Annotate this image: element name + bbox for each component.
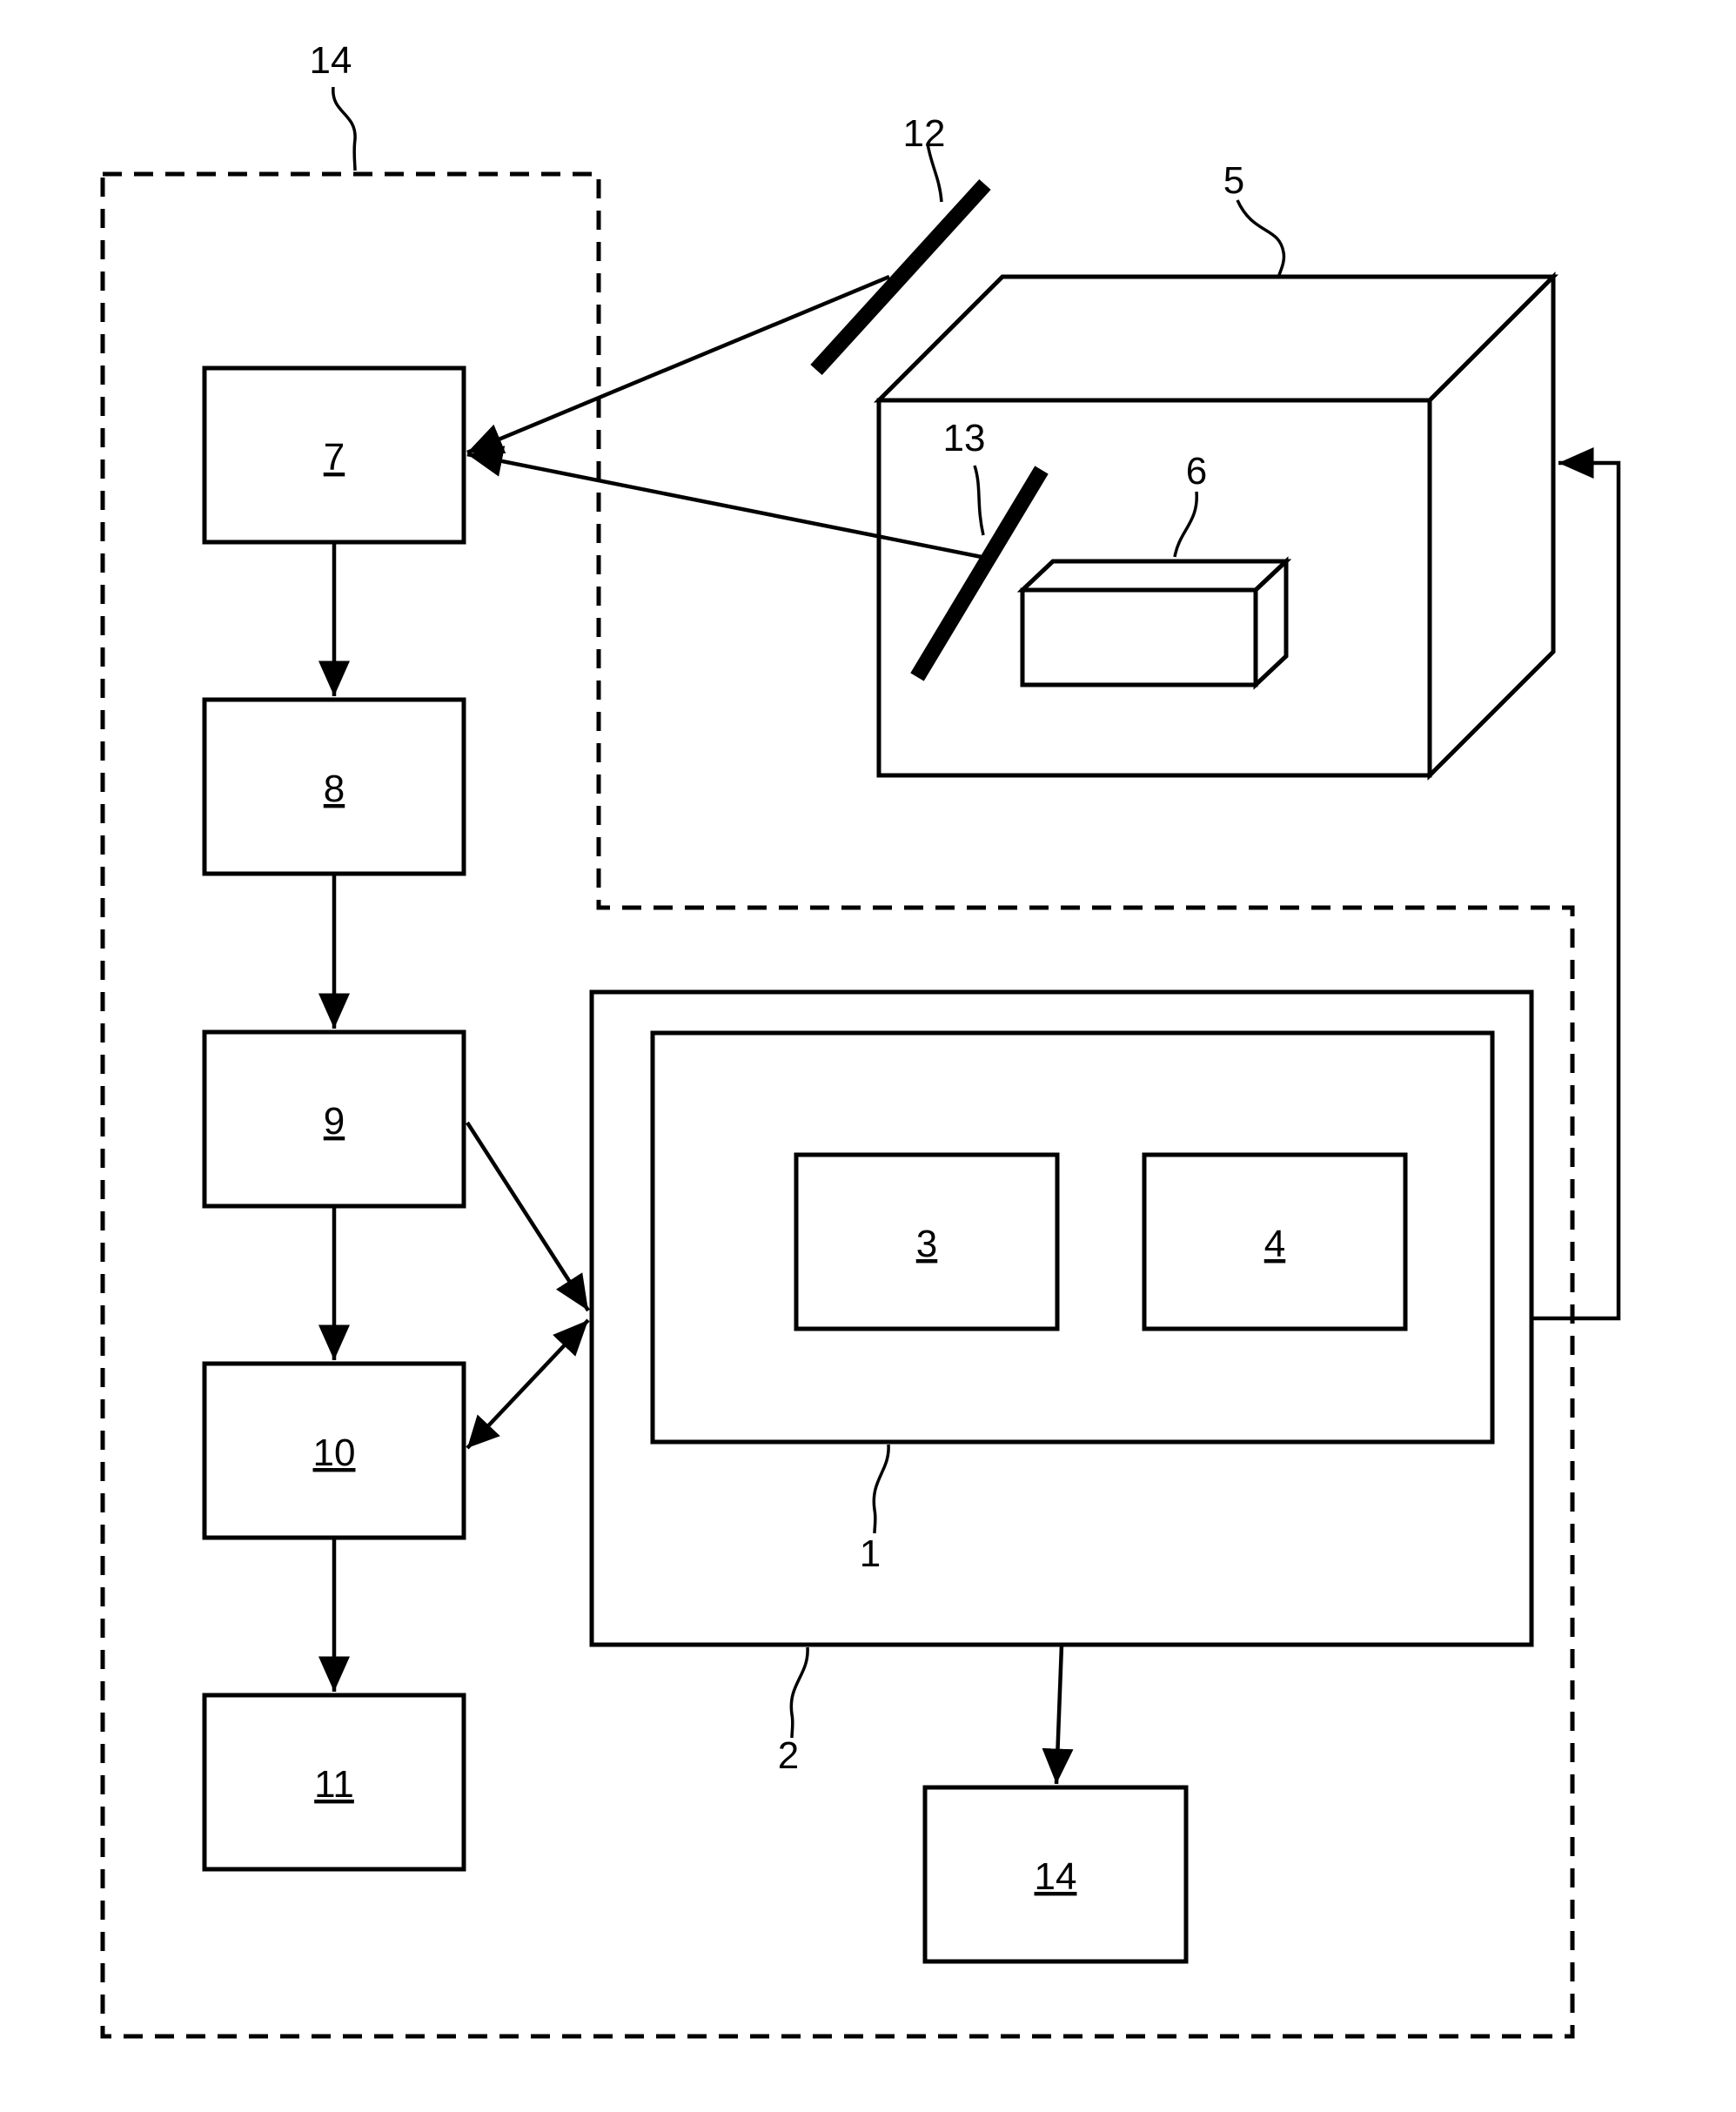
block-8: 8 — [204, 700, 464, 874]
block-9: 9 — [204, 1032, 464, 1206]
leader-2 — [791, 1647, 808, 1738]
block-3: 3 — [796, 1155, 1057, 1329]
ref-label-6: 6 — [1186, 450, 1207, 493]
arrow-9-to-controller — [467, 1123, 588, 1311]
leader-14-top — [333, 87, 355, 171]
block-7-label: 7 — [324, 436, 345, 479]
arrow-10-controller-bidirectional — [467, 1320, 588, 1448]
block-14: 14 — [925, 1787, 1186, 1961]
ref-label-2: 2 — [778, 1734, 799, 1777]
ref-label-5: 5 — [1223, 159, 1244, 202]
block-9-label: 9 — [324, 1100, 345, 1143]
object-6 — [1022, 561, 1286, 685]
block-8-label: 8 — [324, 768, 345, 810]
ref-label-12: 12 — [903, 112, 946, 155]
leader-5 — [1237, 200, 1284, 275]
block-10: 10 — [204, 1364, 464, 1538]
block-3-label: 3 — [916, 1223, 937, 1265]
ref-label-13: 13 — [943, 417, 986, 459]
ref-label-14-top: 14 — [310, 39, 352, 82]
block-11-label: 11 — [314, 1763, 354, 1806]
ref-label-1: 1 — [860, 1532, 881, 1575]
block-11: 11 — [204, 1695, 464, 1869]
block-4-label: 4 — [1264, 1223, 1285, 1265]
block-14-label: 14 — [1035, 1855, 1077, 1898]
arrow-controller-to-14 — [1056, 1645, 1062, 1784]
block-7: 7 — [204, 368, 464, 542]
block-10-label: 10 — [313, 1431, 356, 1474]
block-4: 4 — [1144, 1155, 1405, 1329]
